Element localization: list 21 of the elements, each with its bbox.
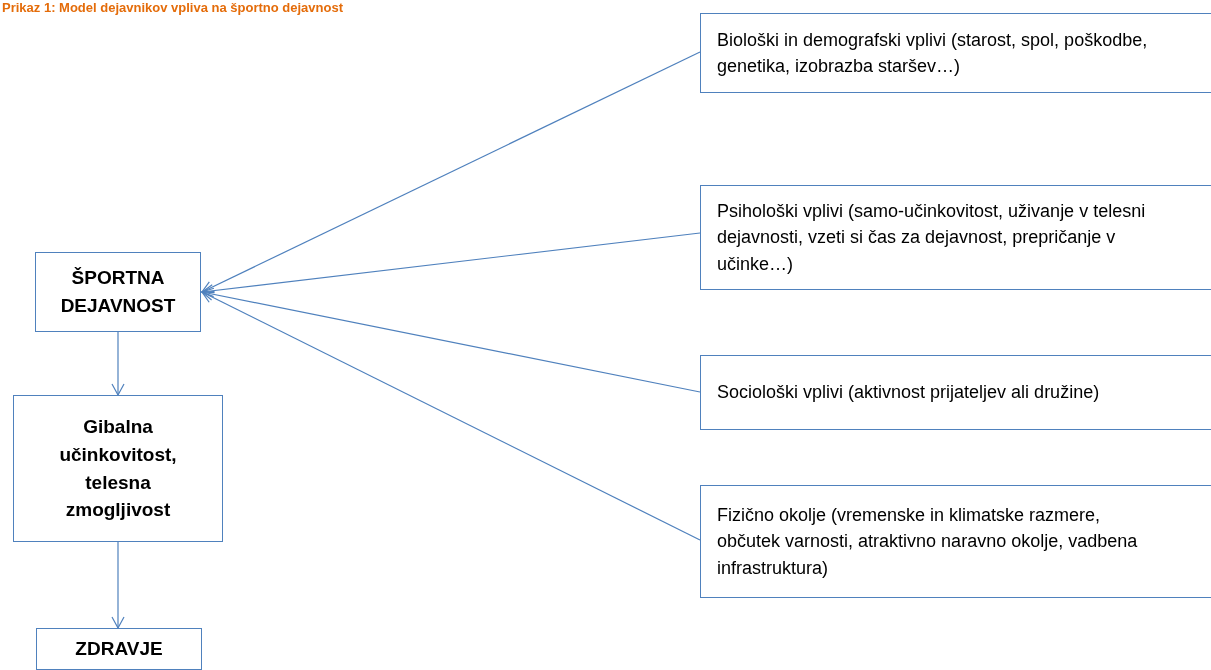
process-box [35,252,201,332]
arrow [111,541,125,629]
arrow [201,232,701,298]
process-box [700,485,1211,598]
box-text: Gibalna učinkovitost, telesna zmogljivost [58,415,178,523]
box-text: Biološki in demografski vplivi (starost, spol, poškodbe, genetika, izobrazba staršev…) [717,28,1149,78]
box-text: Fizično okolje (vremenske in klimatske razmere, občutek varnosti, atraktivno naravno okolje, vadbena infrastruktura) [717,504,1139,580]
box-text: ZDRAVJE [75,637,163,662]
process-box [700,13,1211,93]
arrow [111,331,125,396]
process-box [700,355,1211,430]
box-text: ŠPORTNA DEJAVNOST [59,266,177,318]
process-box [700,185,1211,290]
box-text: Psihološki vplivi (samo-učinkovitost, uživanje v telesni dejavnosti, vzeti si čas za dejavnost, prepričanje v učinke…) [717,200,1147,276]
box-text: Sociološki vplivi (aktivnost prijateljev ali družine) [717,381,1100,405]
arrow [201,51,701,294]
arrow [201,287,701,393]
diagram-title: Prikaz 1: Model dejavnikov vpliva na športno dejavnost [2,0,343,15]
arrow [201,290,701,541]
process-box [36,628,202,670]
process-box [13,395,223,542]
